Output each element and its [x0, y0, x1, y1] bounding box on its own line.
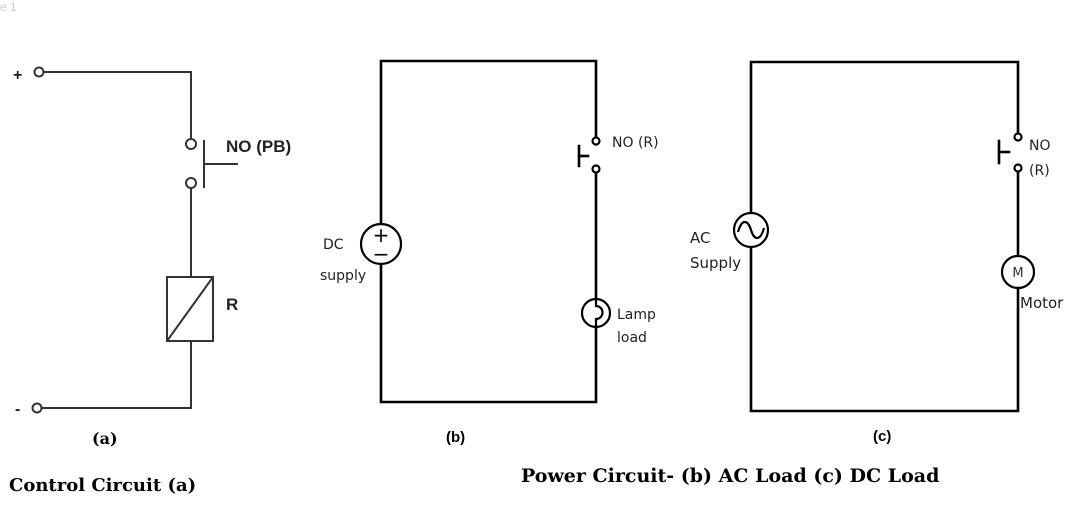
relay-contact-label-b: NO (R): [612, 135, 659, 151]
power-circuit-c: NO (R) M Motor AC Supply (c): [690, 60, 1064, 445]
corner-label: e 1: [0, 0, 17, 14]
wire-top: [44, 71, 192, 138]
motor-icon: M: [1000, 254, 1036, 290]
relay-contact-bottom-b: [591, 164, 601, 174]
switch-contact-top: [185, 138, 197, 150]
plus-terminal-label: +: [13, 67, 22, 84]
power-circuit-caption: Power Circuit- (b) AC Load (c) DC Load: [521, 465, 939, 487]
relay-contact-icon-b: [577, 144, 590, 168]
relay-contact-bottom-c: [1013, 163, 1023, 173]
dc-plus-symbol: +: [373, 223, 390, 247]
relay-coil-label: R: [226, 295, 238, 314]
sublabel-b: (b): [446, 429, 465, 446]
wire-c-top: [749, 60, 1020, 214]
push-button-label: NO (PB): [226, 137, 291, 156]
dc-minus-symbol: −: [373, 242, 390, 266]
relay-contact-top-c: [1013, 132, 1023, 142]
ac-source-label-line1: AC: [690, 229, 710, 247]
wire-c-bottom: [749, 245, 1020, 413]
wire-bottom: [42, 341, 192, 409]
ac-source-label-line2: Supply: [690, 254, 741, 272]
relay-contact-label-c-line2: (R): [1029, 163, 1050, 179]
plus-terminal: [33, 66, 45, 78]
motor-symbol: M: [1012, 266, 1023, 281]
lamp-icon: [580, 297, 612, 329]
relay-contact-top-b: [591, 136, 601, 146]
dc-source-label-line1: DC: [323, 237, 344, 253]
dc-source-icon: + −: [359, 222, 403, 266]
switch-contact-bottom: [185, 177, 197, 189]
power-circuit-b: NO (R) Lamp load + − DC supply (b): [320, 59, 659, 446]
wire-b-top: [379, 59, 598, 226]
relay-contact-icon-c: [997, 139, 1011, 165]
minus-terminal: [31, 402, 43, 414]
control-circuit-caption: Control Circuit (a): [9, 475, 196, 496]
dc-source-label-line2: supply: [320, 268, 366, 284]
minus-terminal-label: -: [15, 401, 20, 418]
sublabel-c: (c): [873, 428, 891, 445]
relay-coil-icon: [166, 276, 214, 342]
ac-source-icon: [732, 211, 770, 249]
lamp-label-line2: load: [617, 330, 647, 346]
motor-label: Motor: [1020, 294, 1064, 312]
wire-b-bottom: [379, 262, 598, 404]
control-circuit-a: + NO (PB) R - (a) Control Circuit (a): [9, 66, 291, 496]
lamp-label-line1: Lamp: [617, 307, 656, 323]
relay-contact-label-c-line1: NO: [1029, 138, 1051, 154]
push-button-icon: [203, 140, 238, 188]
sublabel-a: (a): [92, 429, 118, 448]
